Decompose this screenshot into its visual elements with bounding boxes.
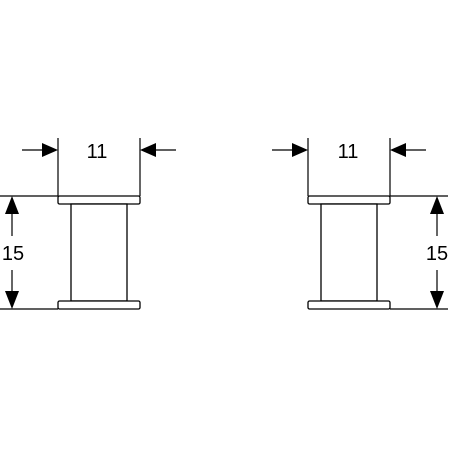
right-spacer-part — [307, 195, 391, 310]
left-width-label: 11 — [87, 141, 108, 163]
right-height-arrow-top — [430, 196, 444, 214]
right-bottom-flange — [307, 300, 391, 310]
left-bottom-flange — [57, 300, 141, 310]
left-height-arrow-top — [5, 196, 19, 214]
left-height-dimension: 15 — [0, 195, 58, 310]
right-width-arrow-right — [390, 143, 406, 157]
left-body — [70, 203, 128, 302]
right-height-dimension: 15 — [390, 195, 448, 310]
left-top-flange — [57, 195, 141, 205]
left-width-arrow-left — [42, 143, 58, 157]
left-height-arrow-bottom — [5, 291, 19, 309]
left-spacer-part — [57, 195, 141, 310]
left-width-arrow-right — [140, 143, 156, 157]
left-height-label: 15 — [2, 243, 24, 265]
right-width-arrow-left — [292, 143, 308, 157]
left-width-dimension: 11 — [22, 138, 176, 196]
right-top-flange — [307, 195, 391, 205]
right-body — [320, 203, 378, 302]
right-height-arrow-bottom — [430, 291, 444, 309]
right-height-label: 15 — [426, 243, 448, 265]
right-width-dimension: 11 — [272, 138, 426, 196]
right-width-label: 11 — [338, 141, 359, 163]
